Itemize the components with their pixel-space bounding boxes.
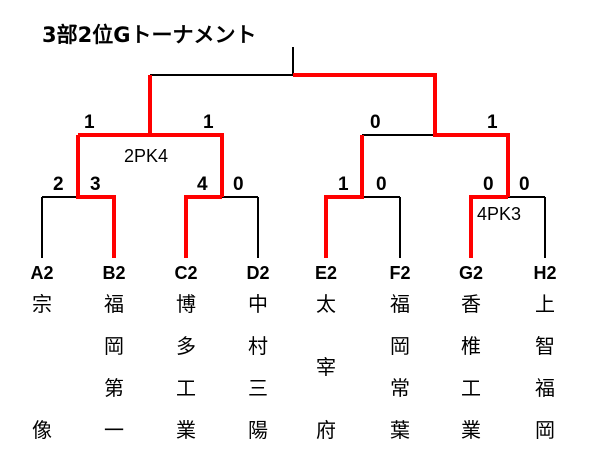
team-codes: A2 B2 C2 D2 E2 F2 G2 H2: [30, 263, 556, 283]
final-winner-path: [293, 73, 510, 197]
semi1-pk: 2PK4: [124, 146, 168, 166]
team-name-char: 一: [104, 418, 124, 442]
team-name-char: 業: [176, 418, 196, 442]
team-code-a2: A2: [30, 263, 53, 283]
r1m4-pk: 4PK3: [477, 204, 521, 224]
team-name-char: 上: [535, 292, 555, 316]
team-code-c2: C2: [174, 263, 197, 283]
team-name-char: 太: [316, 292, 336, 316]
team-code-g2: G2: [459, 263, 483, 283]
r1m4-score-left: 0: [483, 174, 494, 195]
r1m1-score-right: 3: [90, 174, 101, 195]
c2-winner-path: [184, 195, 222, 258]
semi2-score-left: 0: [370, 112, 381, 133]
team-code-b2: B2: [102, 263, 125, 283]
e2-winner-path: [324, 135, 364, 258]
team-name-char: 工: [461, 376, 481, 400]
team-name-char: 府: [316, 418, 336, 442]
team-name-char: 第: [104, 376, 124, 400]
team-name-char: 岡: [390, 334, 410, 358]
team-name-char: 常: [390, 376, 410, 400]
r1m3-score-right: 0: [376, 174, 387, 195]
page-title: 3部2位Gトーナメント: [42, 23, 256, 47]
semi1-score-right: 1: [203, 112, 214, 133]
team-name-char: 三: [248, 376, 268, 400]
semi2-score-right: 1: [487, 112, 498, 133]
team-name-char: 智: [535, 334, 555, 358]
team-name-char: 福: [535, 376, 555, 400]
team-name-char: 村: [248, 334, 268, 358]
team-name-char: 岡: [104, 334, 124, 358]
team-name-char: 葉: [390, 418, 410, 442]
team-name-char: 多: [176, 334, 196, 358]
winner-path: [76, 73, 510, 258]
team-name-char: 博: [176, 292, 196, 316]
r1m4-score-right: 0: [519, 174, 530, 195]
team-name-char: 業: [461, 418, 481, 442]
team-name-char: 福: [104, 292, 124, 316]
team-name-char: 宰: [316, 355, 336, 379]
team-code-d2: D2: [246, 263, 269, 283]
team-code-e2: E2: [315, 263, 337, 283]
semi1-winner-path: [148, 75, 224, 197]
team-name-char: 福: [390, 292, 410, 316]
r1m2-score-right: 0: [233, 174, 244, 195]
g2-winner-path: [469, 195, 508, 258]
bracket-lines: [41, 47, 546, 258]
team-name-char: 像: [32, 418, 52, 442]
r1m2-score-left: 4: [197, 174, 208, 195]
team-name-char: 香: [461, 292, 481, 316]
team-name-char: 宗: [32, 292, 52, 316]
team-names: 宗 像 福 岡 第 一 博 多 工 業 中 村 三 陽 太 宰 府 福 岡 常 …: [32, 292, 555, 442]
team-code-h2: H2: [533, 263, 556, 283]
r1m1-score-left: 2: [53, 174, 64, 195]
team-name-char: 椎: [461, 334, 481, 358]
team-name-char: 中: [248, 292, 268, 316]
team-code-f2: F2: [389, 263, 410, 283]
team-name-char: 陽: [248, 418, 268, 442]
b2-winner-path: [76, 135, 116, 258]
semi1-score-left: 1: [84, 112, 95, 133]
team-name-char: 岡: [535, 418, 555, 442]
team-name-char: 工: [176, 376, 196, 400]
r1m3-score-left: 1: [338, 174, 349, 195]
